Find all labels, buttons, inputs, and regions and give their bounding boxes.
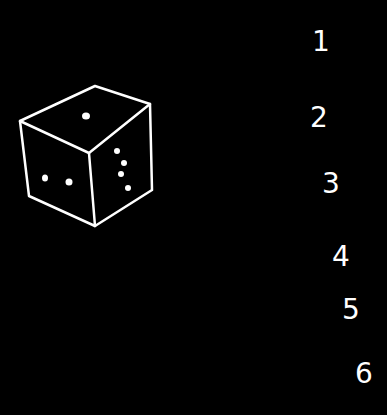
die-pip xyxy=(125,185,131,191)
die-pip xyxy=(66,179,73,186)
die-right-face xyxy=(95,104,152,226)
outcome-number: 6 xyxy=(355,360,373,388)
die-pip xyxy=(82,113,90,120)
die-left-face xyxy=(20,121,95,226)
outcome-number: 4 xyxy=(332,243,350,271)
outcome-number: 2 xyxy=(310,104,328,132)
die-pip xyxy=(114,148,120,154)
outcome-number: 5 xyxy=(342,296,360,324)
die-top-face xyxy=(20,86,150,153)
outcome-number: 3 xyxy=(322,170,340,198)
die-pip xyxy=(121,160,127,166)
die-pip xyxy=(118,171,124,177)
outcome-number: 1 xyxy=(312,28,330,56)
die-pip xyxy=(42,175,48,182)
